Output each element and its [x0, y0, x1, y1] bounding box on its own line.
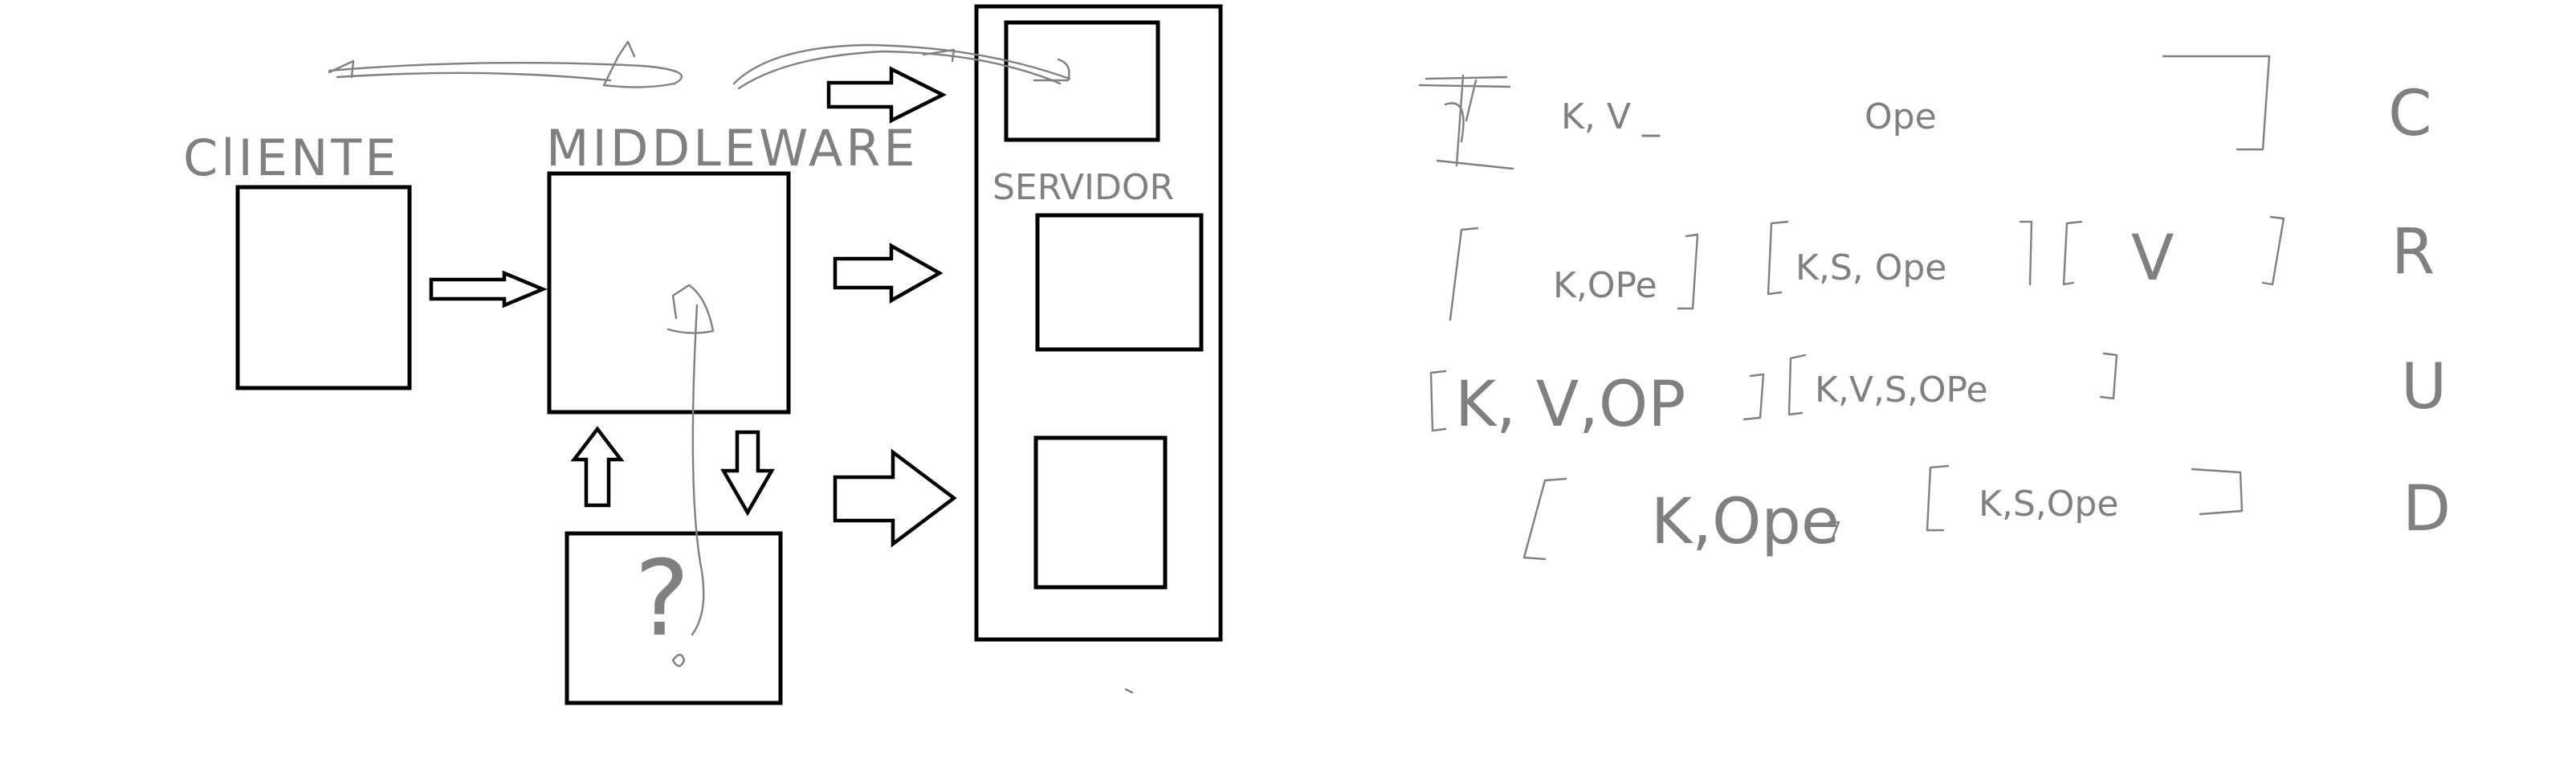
middleware-sketch-mark: [666, 284, 715, 334]
crud-row-u-group-2: K,V,S,OPe: [1815, 370, 1988, 411]
crud-row-u-bracket-c: [1787, 353, 1807, 416]
crud-row-c-group-2: Ope: [1865, 96, 1937, 137]
crud-table: K, V _ Ope C K,OPe K,S, Ope V R K, V,OP …: [1418, 55, 2451, 561]
unknown-to-middleware-arrow: [570, 426, 625, 508]
crud-letter-u: U: [2401, 351, 2447, 423]
cliente-label: ClIENTE: [183, 129, 399, 187]
crud-row-c: K, V _ Ope C: [1418, 55, 2431, 170]
crud-row-d-bracket-c: [1926, 464, 1950, 532]
crud-letter-c: C: [2388, 78, 2431, 150]
cliente-to-middleware-arrow: [429, 270, 548, 308]
crud-row-r-bracket-b: [1677, 233, 1699, 310]
crud-row-u-bracket-a: [1429, 370, 1447, 432]
servidor-node-2: [1035, 213, 1204, 352]
crud-row-r-group-1: K,OPe: [1553, 265, 1657, 306]
servidor-label: SERVIDOR: [992, 167, 1174, 208]
crud-row-d-bracket-a: [1522, 477, 1567, 561]
crud-row-u-bracket-b: [1742, 373, 1765, 421]
middleware-label: MIDDLEWARE: [546, 119, 919, 178]
crud-row-r-group-3: V: [2131, 223, 2174, 295]
architecture-diagram: ClIENTE MIDDLEWARE ? SERVIDOR: [183, 4, 1223, 705]
crud-row-d-group-1: K,Ope: [1651, 486, 1840, 558]
crud-row-r-group-2: K,S, Ope: [1795, 247, 1946, 288]
unknown-question-mark: ?: [634, 537, 690, 660]
crud-row-c-open-bracket: [1418, 74, 1514, 170]
crud-row-r: K,OPe K,S, Ope V R: [1449, 215, 2435, 321]
crud-letter-d: D: [2403, 473, 2451, 545]
cliente-box: [235, 185, 412, 390]
crud-row-r-bracket-f: [2261, 215, 2285, 286]
servidor-container: [974, 4, 1223, 642]
crud-letter-r: R: [2391, 216, 2435, 288]
crud-row-r-bracket-d: [2019, 220, 2033, 286]
crud-row-c-group-1: K, V _: [1561, 96, 1661, 137]
crud-row-d: K,Ope K,S,Ope D: [1522, 464, 2451, 561]
middleware-box: [547, 171, 791, 415]
unknown-component-box: [565, 531, 783, 705]
servidor-node-3: [1033, 435, 1168, 590]
crud-row-u: K, V,OP K,V,S,OPe U: [1429, 351, 2447, 441]
middleware-to-unknown-arrow: [720, 430, 775, 517]
middleware-to-servidor-arrow-3: [833, 448, 957, 548]
crud-row-r-bracket-a: [1449, 227, 1479, 321]
crud-row-d-group-2: K,S,Ope: [1979, 484, 2118, 525]
servidor-node-1: [1004, 20, 1160, 142]
crud-row-d-bracket-d: [2191, 468, 2244, 516]
crud-row-r-bracket-c: [1767, 220, 1789, 296]
crud-row-u-bracket-d: [2099, 352, 2118, 400]
middleware-to-servidor-arrow-2: [833, 243, 944, 304]
crud-row-u-group-1: K, V,OP: [1455, 369, 1685, 441]
crud-row-d-bracket-b: [1828, 521, 1840, 540]
crud-row-r-bracket-e: [2062, 220, 2083, 286]
unknown-small-scribble: [671, 653, 686, 668]
sketch-flow-lines: [328, 40, 1134, 694]
crud-row-c-close-bracket: [2162, 55, 2271, 151]
middleware-to-servidor-arrow-1: [826, 66, 948, 124]
